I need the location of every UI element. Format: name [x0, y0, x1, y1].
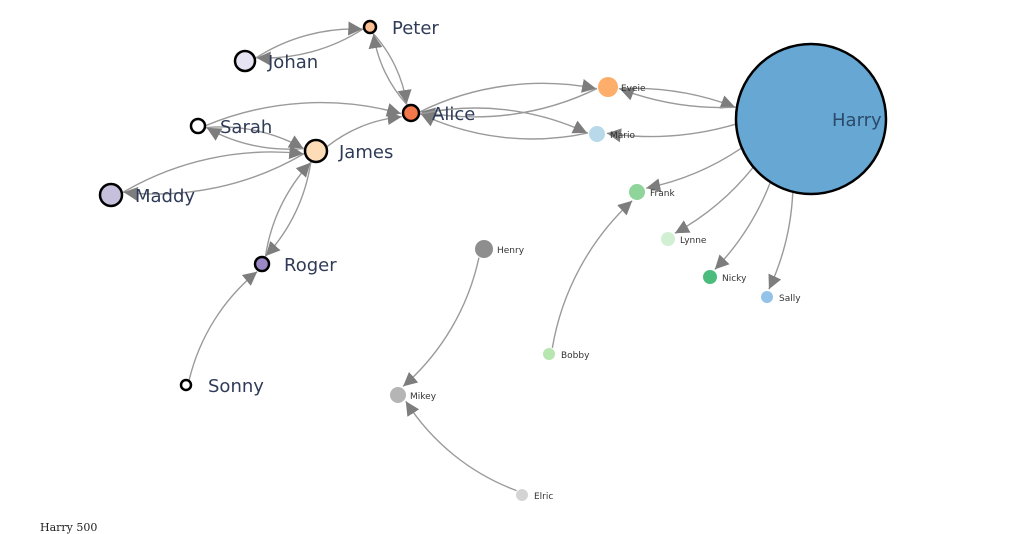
node-label-frank: Frank — [650, 189, 675, 199]
node-label-sarah: Sarah — [220, 117, 272, 138]
link-harry-to-mario — [606, 123, 736, 143]
node-eveie[interactable] — [598, 77, 618, 97]
link-harry-to-sally — [768, 192, 794, 290]
node-james[interactable] — [303, 138, 329, 164]
link-peter-to-alice — [372, 32, 412, 105]
link-sarah-to-james — [205, 126, 304, 149]
link-sonny-to-roger — [188, 271, 258, 381]
node-johan[interactable] — [233, 49, 257, 73]
link-harry-to-frank — [646, 147, 742, 193]
link-bobby-to-frank — [551, 200, 633, 348]
node-roger[interactable] — [253, 255, 271, 273]
node-label-alice: Alice — [432, 104, 475, 125]
link-mario-to-alice — [420, 113, 589, 140]
footer-text: Harry 500 — [40, 521, 98, 534]
link-henry-to-mikey — [402, 257, 480, 387]
link-eveie-to-alice — [420, 87, 598, 122]
node-alice[interactable] — [401, 103, 421, 123]
node-henry[interactable] — [475, 240, 493, 258]
node-sally[interactable] — [761, 291, 773, 303]
node-label-sally: Sally — [779, 294, 801, 304]
link-elric-to-mikey — [405, 400, 517, 492]
node-label-maddy: Maddy — [135, 186, 195, 207]
node-nicky[interactable] — [703, 270, 717, 284]
link-alice-to-eveie — [419, 79, 597, 113]
node-label-johan: Johan — [267, 52, 318, 73]
node-label-lynne: Lynne — [680, 236, 707, 246]
node-label-elric: Elric — [534, 492, 553, 502]
links-layer — [122, 21, 794, 492]
link-roger-to-james — [264, 162, 311, 257]
node-label-mario: Mario — [610, 131, 635, 141]
node-label-mikey: Mikey — [410, 392, 437, 402]
link-alice-to-peter — [368, 34, 408, 106]
node-label-henry: Henry — [497, 246, 525, 256]
link-maddy-to-james — [122, 145, 304, 194]
link-harry-to-eveie — [619, 87, 736, 109]
node-harry[interactable] — [734, 42, 888, 196]
node-label-roger: Roger — [284, 255, 337, 276]
link-james-to-roger — [265, 161, 312, 257]
node-label-harry: Harry — [832, 110, 882, 131]
link-johan-to-peter — [255, 21, 363, 59]
node-peter[interactable] — [362, 19, 378, 35]
node-lynne[interactable] — [661, 232, 675, 246]
labels-layer: PeterJohanAliceSarahJamesMaddyRogerSonny… — [135, 18, 882, 502]
node-label-nicky: Nicky — [722, 274, 747, 284]
link-james-to-maddy — [123, 152, 305, 201]
node-sonny[interactable] — [179, 378, 193, 392]
node-label-peter: Peter — [392, 18, 439, 39]
node-mikey[interactable] — [390, 387, 406, 403]
node-sarah[interactable] — [189, 117, 207, 135]
node-mario[interactable] — [589, 126, 605, 142]
node-label-sonny: Sonny — [208, 376, 264, 397]
link-harry-to-nicky — [714, 182, 771, 270]
node-maddy[interactable] — [98, 182, 124, 208]
link-james-to-alice — [326, 111, 402, 148]
link-sarah-to-alice — [205, 101, 402, 127]
link-alice-to-mario — [419, 107, 588, 134]
node-frank[interactable] — [629, 184, 645, 200]
node-elric[interactable] — [516, 489, 528, 501]
link-harry-to-lynne — [674, 167, 754, 234]
node-label-eveie: Eveie — [621, 84, 646, 94]
node-label-james: James — [338, 142, 393, 163]
node-label-bobby: Bobby — [561, 351, 590, 361]
node-bobby[interactable] — [543, 348, 555, 360]
nodes-layer — [98, 19, 888, 501]
